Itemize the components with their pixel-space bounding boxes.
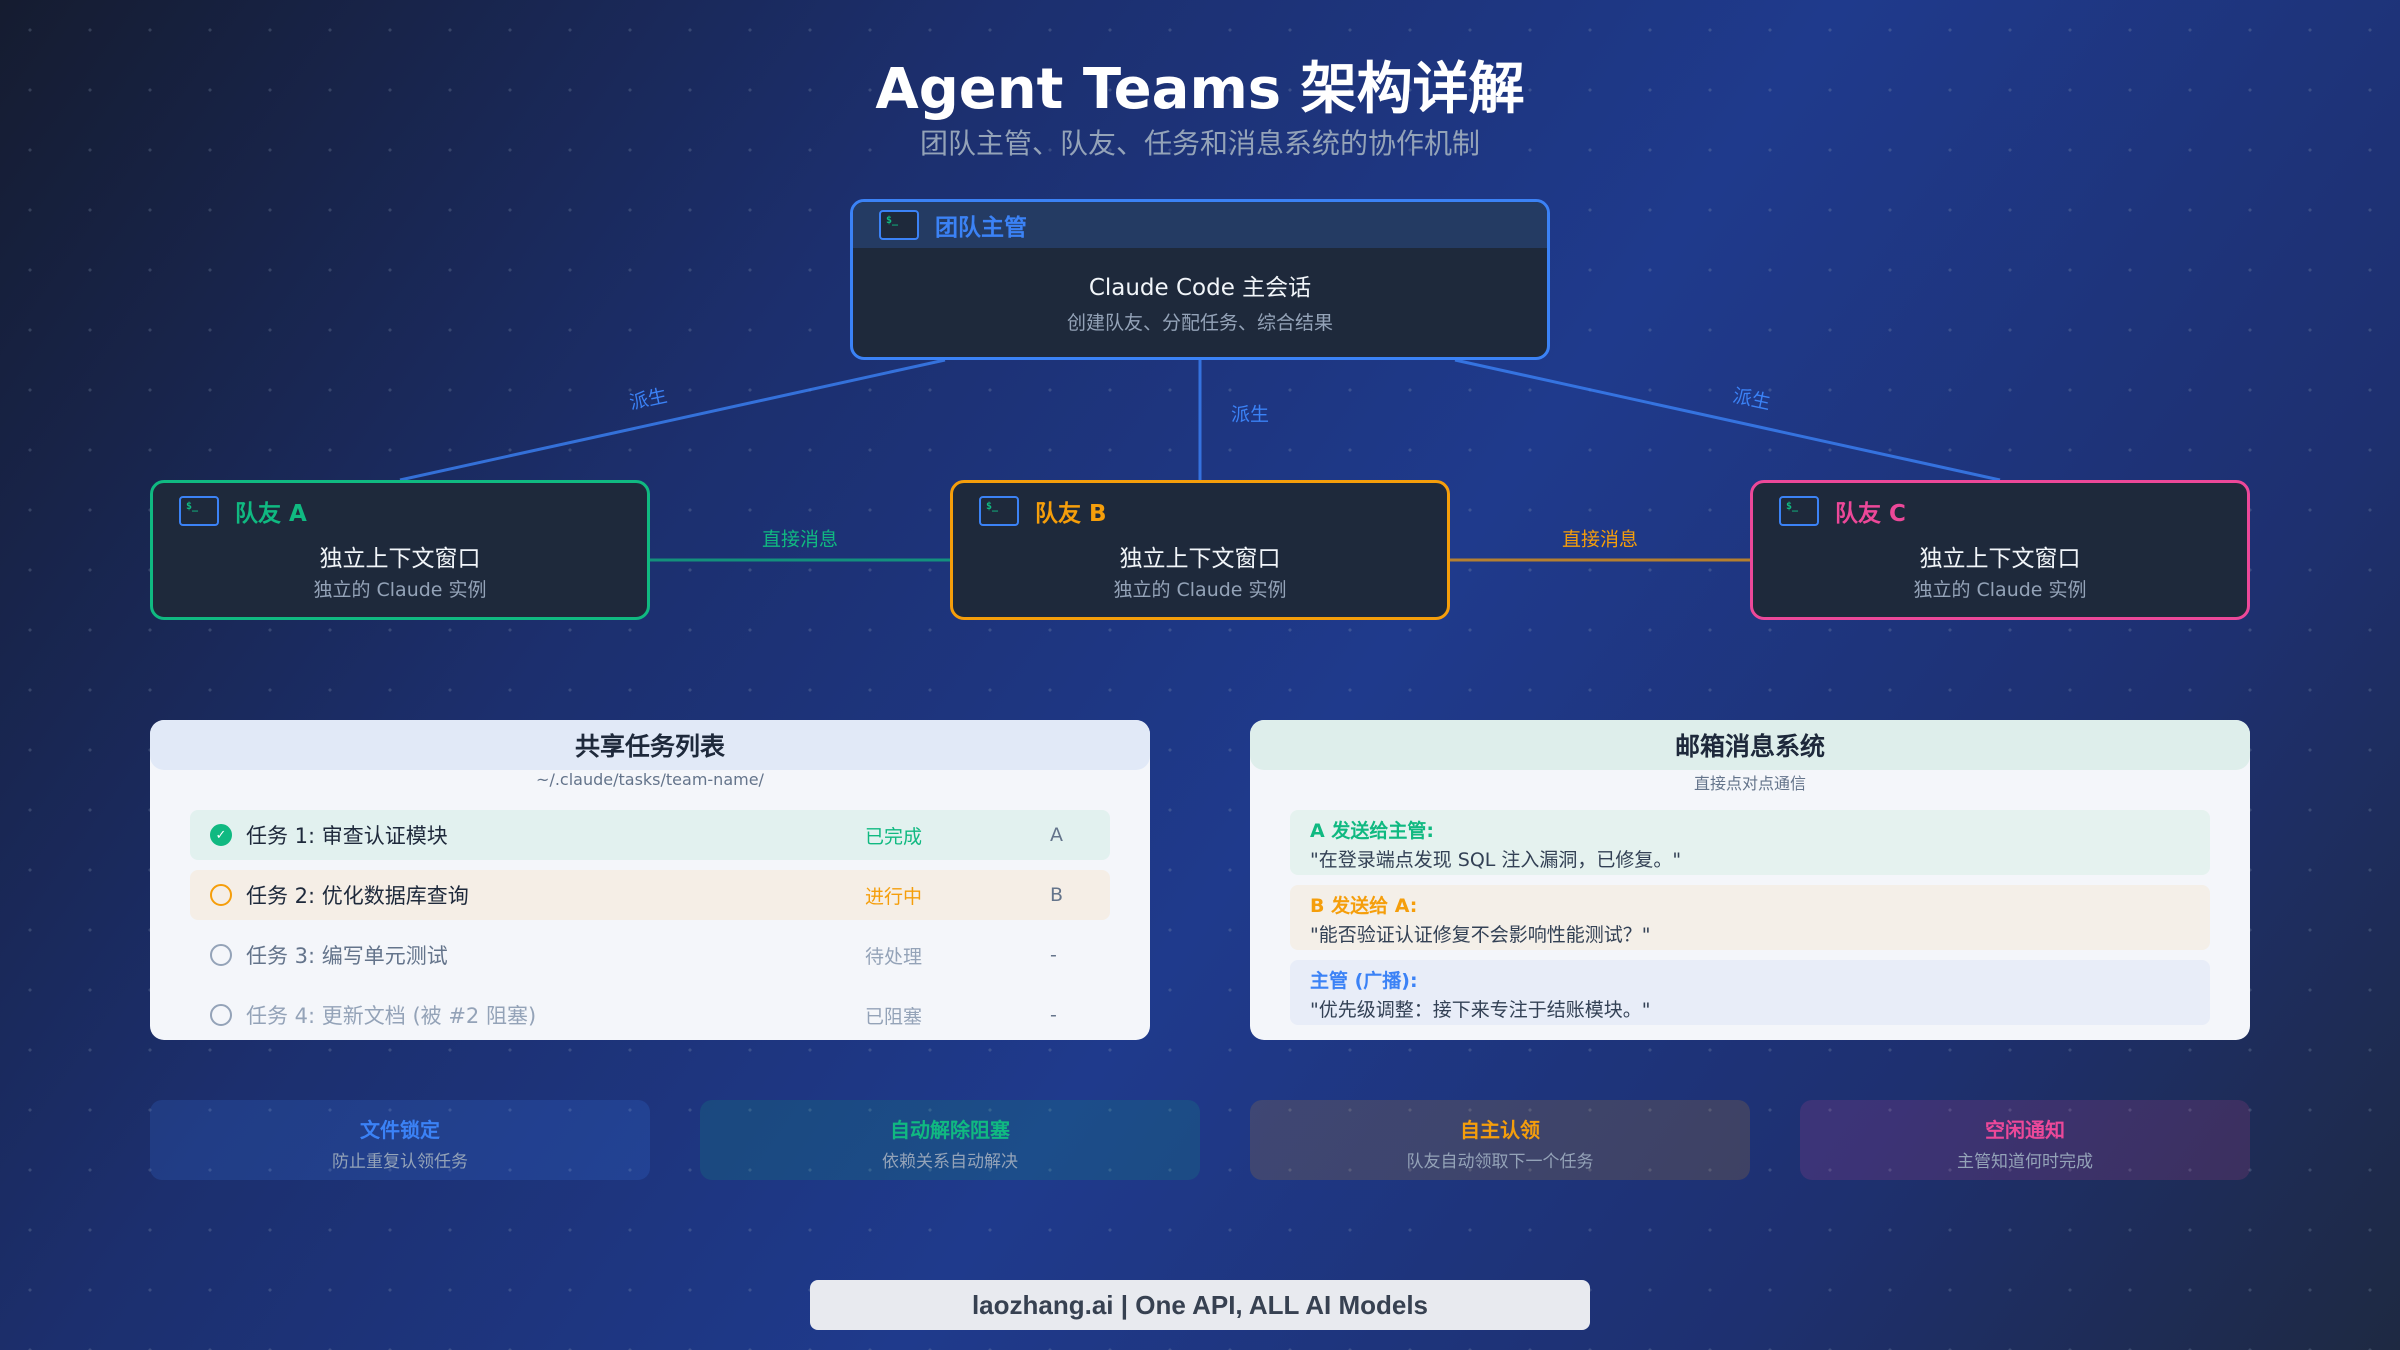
direct-label-ab: 直接消息 [761,528,839,551]
task-owner: B [1050,884,1064,906]
feature-idle-notify: 空闲通知 主管知道何时完成 [1800,1100,2250,1180]
message-text: "优先级调整：接下来专注于结账模块。" [1310,999,1651,1021]
empty-circle-icon [210,944,232,966]
spawn-line-a [399,358,946,482]
teammate-title: 独立上下文窗口 [1919,546,2081,572]
lead-node: $_ 团队主管 Claude Code 主会话 创建队友、分配任务、综合结果 [850,199,1550,360]
feature-title: 自动解除阻塞 [890,1118,1010,1142]
mailbox-title: 邮箱消息系统 [1250,720,2250,770]
teammate-label: 队友 B [1035,501,1107,527]
task-name: 任务 1: 审查认证模块 [246,824,448,848]
spawn-line-c [1454,358,2001,482]
teammate-title: 独立上下文窗口 [1119,546,1281,572]
teammate-desc: 独立的 Claude 实例 [313,579,487,601]
task-owner: - [1050,1004,1057,1026]
mailbox-panel: 邮箱消息系统 直接点对点通信 A 发送给主管: "在登录端点发现 SQL 注入漏… [1250,720,2250,1040]
page-subtitle: 团队主管、队友、任务和消息系统的协作机制 [919,127,1480,160]
footer-banner: laozhang.ai | One API, ALL AI Models [810,1280,1590,1330]
task-row[interactable]: 任务 3: 编写单元测试 待处理 - [190,930,1110,980]
message-from: B 发送给 A: [1310,895,1418,917]
teammate-title: 独立上下文窗口 [319,546,481,572]
task-status: 进行中 [865,885,923,908]
terminal-icon: $_ [1779,496,1819,526]
teammate-a-node: $_ 队友 A 独立上下文窗口 独立的 Claude 实例 [150,480,650,620]
task-row[interactable]: 任务 2: 优化数据库查询 进行中 B [190,870,1110,920]
direct-label-bc: 直接消息 [1561,528,1639,551]
mailbox-subtitle: 直接点对点通信 [1693,774,1806,793]
spawn-label-b: 派生 [1230,403,1270,426]
lead-title: Claude Code 主会话 [1088,275,1312,301]
task-owner: - [1050,944,1057,966]
feature-desc: 防止重复认领任务 [332,1152,468,1172]
task-name: 任务 4: 更新文档 (被 #2 阻塞) [246,1004,537,1028]
teammate-c-node: $_ 队友 C 独立上下文窗口 独立的 Claude 实例 [1750,480,2250,620]
feature-file-lock: 文件锁定 防止重复认领任务 [150,1100,650,1180]
progress-circle-icon [210,884,232,906]
task-row[interactable]: 任务 4: 更新文档 (被 #2 阻塞) 已阻塞 - [190,990,1110,1040]
lead-desc: 创建队友、分配任务、综合结果 [1066,312,1333,334]
message-text: "在登录端点发现 SQL 注入漏洞，已修复。" [1310,849,1682,871]
task-row[interactable]: ✓ 任务 1: 审查认证模块 已完成 A [190,810,1110,860]
message-item[interactable]: A 发送给主管: "在登录端点发现 SQL 注入漏洞，已修复。" [1290,810,2210,875]
check-circle-icon: ✓ [210,824,232,846]
empty-circle-icon [210,1004,232,1026]
task-name: 任务 3: 编写单元测试 [246,944,448,968]
message-from: 主管 (广播): [1310,970,1418,992]
feature-title: 文件锁定 [360,1118,440,1142]
feature-title: 自主认领 [1460,1118,1540,1142]
task-list-title: 共享任务列表 [150,720,1150,770]
message-item[interactable]: 主管 (广播): "优先级调整：接下来专注于结账模块。" [1290,960,2210,1025]
teammate-desc: 独立的 Claude 实例 [1113,579,1287,601]
lead-label: 团队主管 [935,215,1027,241]
task-status: 已阻塞 [865,1005,923,1028]
task-list-path: ~/.claude/tasks/team-name/ [536,770,764,789]
task-status: 待处理 [865,945,923,968]
message-item[interactable]: B 发送给 A: "能否验证认证修复不会影响性能测试？" [1290,885,2210,950]
task-name: 任务 2: 优化数据库查询 [246,884,469,908]
terminal-icon: $_ [879,210,919,240]
feature-self-claim: 自主认领 队友自动领取下一个任务 [1250,1100,1750,1180]
feature-desc: 依赖关系自动解决 [882,1152,1018,1172]
feature-title: 空闲通知 [1985,1118,2065,1142]
page-title: Agent Teams 架构详解 [875,57,1525,122]
teammate-label: 队友 C [1835,501,1906,527]
feature-auto-unblock: 自动解除阻塞 依赖关系自动解决 [700,1100,1200,1180]
teammate-desc: 独立的 Claude 实例 [1913,579,2087,601]
message-from: A 发送给主管: [1310,820,1434,842]
feature-desc: 队友自动领取下一个任务 [1406,1152,1594,1172]
task-owner: A [1050,824,1063,846]
task-status: 已完成 [865,825,923,848]
message-text: "能否验证认证修复不会影响性能测试？" [1310,924,1651,946]
teammate-b-node: $_ 队友 B 独立上下文窗口 独立的 Claude 实例 [950,480,1450,620]
feature-desc: 主管知道何时完成 [1957,1152,2093,1172]
terminal-icon: $_ [979,496,1019,526]
task-list-panel: 共享任务列表 ~/.claude/tasks/team-name/ ✓ 任务 1… [150,720,1150,1040]
teammate-label: 队友 A [235,501,307,527]
terminal-icon: $_ [179,496,219,526]
